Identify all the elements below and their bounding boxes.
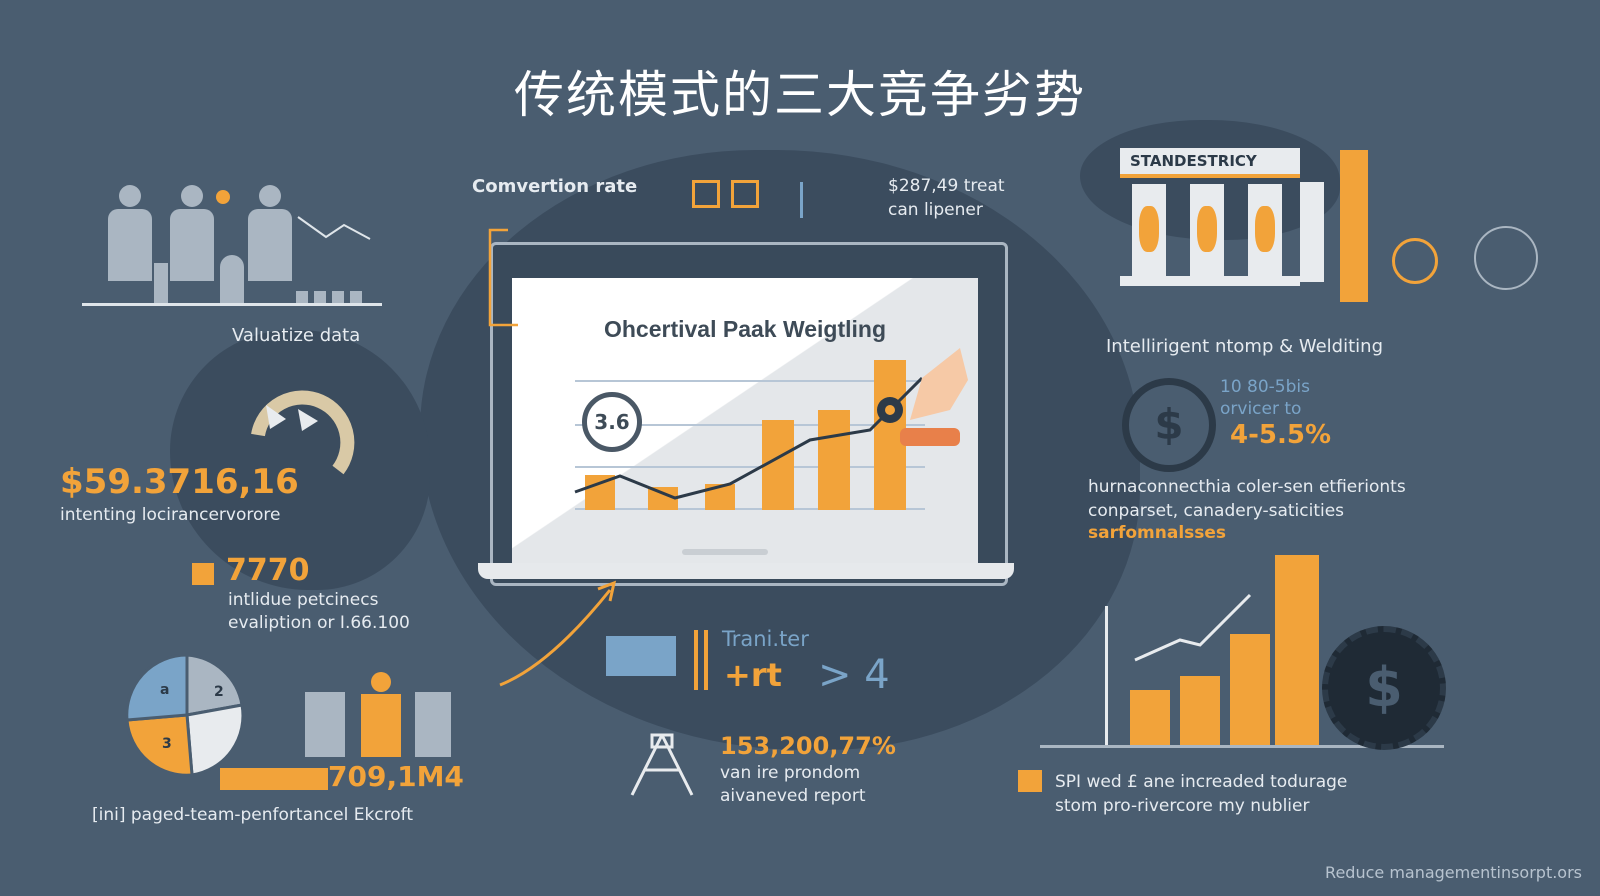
num-7770: 7770 — [226, 553, 310, 588]
bottom-value: 153,200,77% — [720, 732, 896, 760]
right-bottom-2: stom pro-rivercore my nublier — [1055, 796, 1310, 816]
right-bottom-1: SPI wed £ ane increaded todurage — [1055, 772, 1348, 792]
screen-title: Ohcertival Paak Weigtling — [603, 316, 887, 342]
square-bullet-icon — [1018, 770, 1042, 792]
axis-line — [1040, 745, 1444, 748]
num-7770-caption-2: evaliption or I.66.100 — [228, 613, 410, 633]
gridline — [575, 508, 925, 510]
rate-value: 4-5.5% — [1230, 420, 1331, 450]
progress-bar — [220, 768, 328, 790]
bank-building-icon — [1120, 148, 1300, 288]
bottom-caption: [ini] paged-team-penfortancel Ekcroft — [92, 805, 413, 825]
rate-line-1: 10 80-5bis — [1220, 377, 1310, 397]
lightbulb-icon — [1392, 238, 1438, 284]
gridline — [575, 424, 925, 426]
pie-label: 2 — [214, 684, 224, 700]
dollar-coin-icon: $ — [1122, 378, 1216, 472]
chart-bar — [1230, 634, 1270, 746]
trend-arrow-icon — [1134, 593, 1252, 662]
laptop-base — [478, 563, 1014, 579]
tower-icon — [1340, 150, 1368, 302]
bottom-caption-2: aivaneved report — [720, 786, 866, 806]
trend-line — [574, 348, 968, 500]
paragraph-2: conparset, canadery-saticities — [1088, 501, 1345, 521]
top-value-2: can lipener — [888, 200, 983, 220]
arrow-up-icon — [499, 580, 617, 687]
pie-chart-icon: a 2 3 — [125, 653, 245, 777]
cycle-icon — [251, 390, 355, 475]
pie-label: 3 — [162, 736, 172, 752]
score-badge: 3.6 — [582, 392, 642, 452]
divider — [704, 630, 708, 690]
coin-outline-icon — [1474, 226, 1538, 290]
valuatize-label: Valuatize data — [232, 325, 361, 346]
bar-value: 709,1M4 — [328, 760, 464, 793]
people-chart-icon — [82, 185, 382, 310]
money-caption: intenting locirancervorore — [60, 505, 281, 525]
chart-bar — [1275, 555, 1319, 746]
down-arrow-icon — [800, 182, 803, 218]
chart-bar — [1180, 676, 1220, 746]
envelope-icon — [606, 636, 676, 676]
page-title: 传统模式的三大竞争劣势 — [514, 66, 1086, 124]
square-bullet-icon — [192, 563, 214, 585]
bottom-caption-1: van ire prondom — [720, 763, 861, 783]
square-icon — [731, 180, 759, 208]
chart-bar — [818, 410, 850, 510]
connector-lines — [488, 228, 518, 327]
building-label: STANDESTRICY — [1130, 152, 1257, 170]
gridline — [575, 380, 925, 382]
factory-icon — [305, 672, 455, 757]
chart-bar — [648, 487, 678, 510]
axis-arrow-icon — [1105, 606, 1108, 746]
square-icon — [692, 180, 720, 208]
background-map-shape — [170, 330, 430, 590]
paragraph-1: hurnaconnecthia coler-sen etfierionts — [1088, 477, 1406, 497]
transfer-label: Trani.ter — [722, 627, 809, 651]
coin-icon: $ — [1322, 626, 1446, 750]
laptop-trackpad — [682, 549, 768, 555]
footer-note: Reduce managementinsorpt.ors — [1325, 863, 1582, 882]
structure-icon — [630, 733, 694, 796]
conversion-label: Comvertion rate — [472, 176, 638, 197]
divider — [694, 630, 698, 690]
money-value: $59.3716,16 — [60, 462, 299, 502]
top-value-1: $287,49 treat — [888, 176, 1005, 196]
transfer-value-1: +rt — [724, 656, 782, 694]
chart-bar — [1130, 690, 1170, 746]
intelligent-label: Intellirigent ntomp & Welditing — [1106, 336, 1383, 357]
tower-icon — [1300, 182, 1324, 282]
rate-line-2: orvicer to — [1220, 399, 1302, 419]
transfer-value-2: > 4 — [818, 652, 890, 698]
pie-label: a — [160, 682, 169, 698]
paragraph-3: sarfomnalsses — [1088, 523, 1227, 543]
gridline — [575, 466, 925, 468]
num-7770-caption-1: intlidue petcinecs — [228, 590, 379, 610]
